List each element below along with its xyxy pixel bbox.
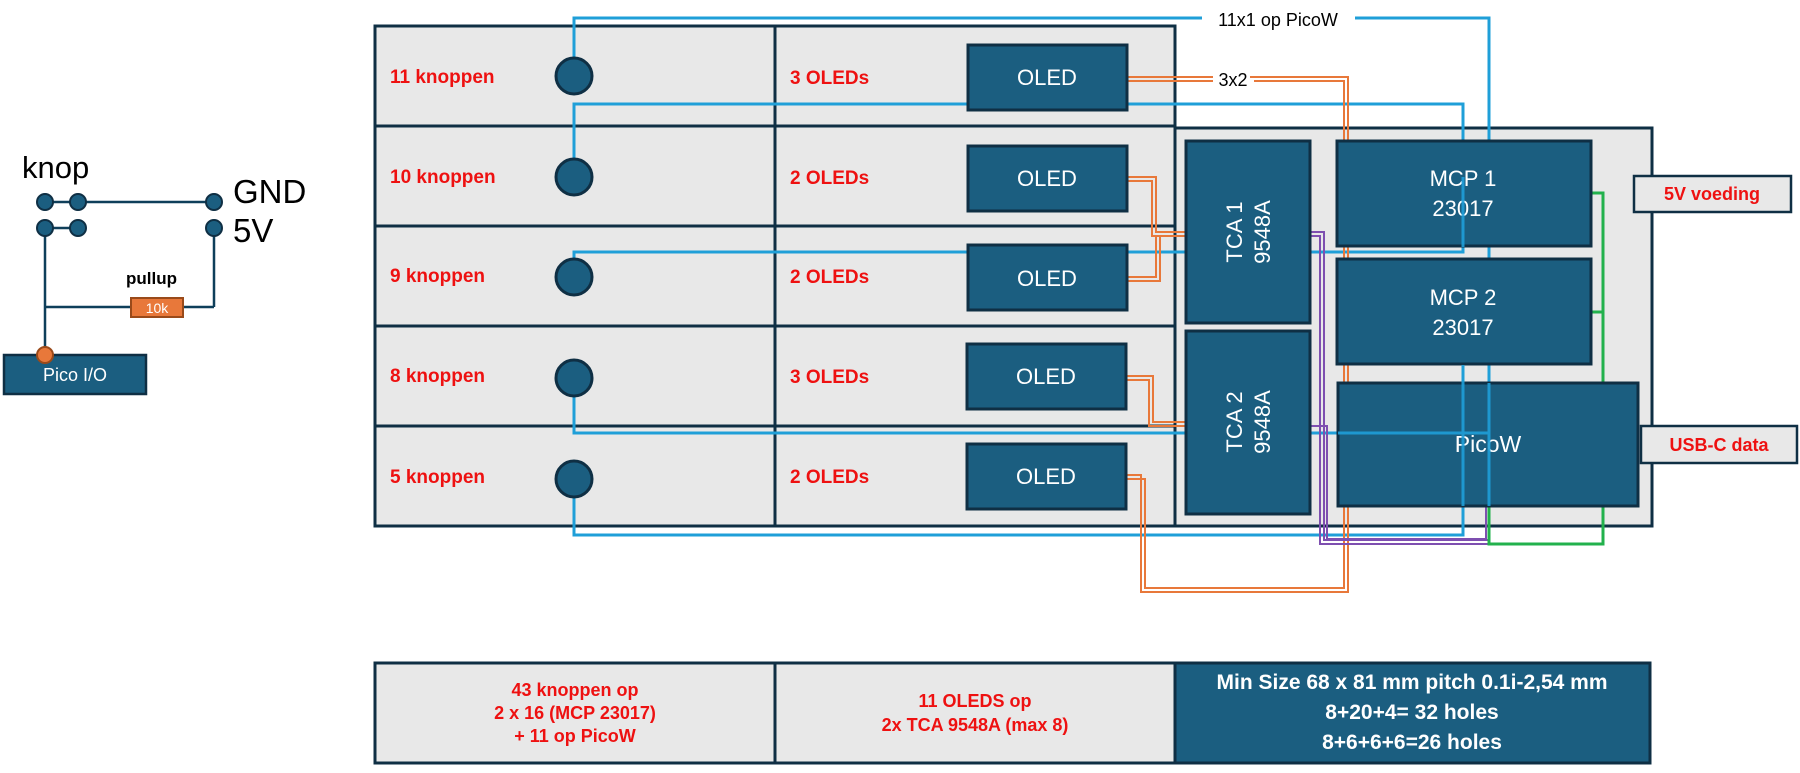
summary-size-line2: 8+20+4= 32 holes [1325, 701, 1498, 724]
row5-buttons: 5 knoppen [390, 467, 485, 488]
purple-wire-tca2 [1309, 425, 1487, 540]
row2-oleds: 2 OLEDs [790, 168, 869, 189]
summary-buttons-line1: 43 knoppen op [511, 680, 638, 700]
summary-buttons-line2: 2 x 16 (MCP 23017) [494, 703, 656, 723]
mcp2-chip [1335, 257, 1593, 366]
pico-io-box [2, 353, 148, 396]
svg-text:TCA 1: TCA 1 [1222, 201, 1247, 262]
row3-oleds: 2 OLEDs [790, 267, 869, 288]
button-icon-row5 [554, 459, 594, 499]
button-icon-row2 [554, 157, 594, 197]
button-icon-row1 [554, 56, 594, 96]
mcp2-label-line1: MCP 2 [1430, 285, 1497, 310]
pico-io-label: Pico I/O [43, 365, 107, 385]
green-power-wire [1487, 191, 1605, 546]
resistor-value: 10k [146, 300, 170, 316]
summary-table [373, 661, 1652, 765]
5v-label: 5V [233, 212, 273, 249]
orange-wires [1127, 76, 1349, 593]
chips [1184, 139, 1640, 516]
oled-wire-label: 3x2 [1218, 70, 1247, 90]
svg-text:9548A: 9548A [1250, 390, 1275, 454]
oled-modules: OLED OLED OLED OLED OLED [965, 43, 1129, 511]
row5-oleds: 2 OLEDs [790, 467, 869, 488]
tca1-chip [1184, 139, 1312, 325]
usb-label-box [1639, 424, 1799, 465]
button-icon-row3 [554, 257, 594, 297]
summary-oleds-line1: 11 OLEDS op [918, 691, 1031, 711]
knop-label: knop [22, 150, 89, 185]
row1-oleds: 3 OLEDs [790, 68, 869, 89]
gnd-label: GND [233, 173, 306, 210]
tca2-label: TCA 2 9548A [1222, 390, 1275, 454]
pullup-resistor [130, 297, 184, 318]
row-labels: 11 knoppen 3 OLEDs 10 knoppen 2 OLEDs 9 … [390, 67, 869, 488]
usb-label: USB-C data [1669, 435, 1769, 455]
row4-oleds: 3 OLEDs [790, 367, 869, 388]
summary-size-line3: 8+6+6+6=26 holes [1322, 731, 1502, 754]
pico-io-pin [36, 346, 54, 364]
summary-buttons-line3: + 11 op PicoW [514, 726, 636, 746]
tca1-label: TCA 1 9548A [1222, 200, 1275, 264]
picow-wire-label: 11x1 op PicoW [1218, 10, 1338, 30]
row4-buttons: 8 knoppen [390, 366, 485, 387]
oled-box-row5 [965, 442, 1128, 511]
oled-label-row4: OLED [1016, 364, 1076, 389]
row2-buttons: 10 knoppen [390, 167, 496, 188]
tca2-chip [1184, 329, 1312, 516]
mcp2-label-line2: 23017 [1432, 315, 1493, 340]
button-icon-row4 [554, 358, 594, 398]
summary-size-line1: Min Size 68 x 81 mm pitch 0.1i-2,54 mm [1217, 671, 1608, 694]
button-schematic: knop GND 5V pullup 10k Pico I/O [2, 150, 306, 396]
svg-text:9548A: 9548A [1250, 200, 1275, 264]
svg-text:TCA 2: TCA 2 [1222, 391, 1247, 452]
purple-wire-tca1-b [1309, 235, 1489, 545]
oled-box-row3 [966, 243, 1129, 312]
oled-box-row1 [966, 43, 1129, 112]
oled-box-row4 [965, 342, 1128, 411]
oled-label-row3: OLED [1017, 266, 1077, 291]
oled-label-row1: OLED [1017, 65, 1077, 90]
oled-label-row5: OLED [1016, 464, 1076, 489]
row3-buttons: 9 knoppen [390, 266, 485, 287]
oled-box-row2 [966, 144, 1129, 213]
power-label: 5V voeding [1664, 184, 1760, 204]
summary-oleds-line2: 2x TCA 9548A (max 8) [882, 715, 1069, 735]
oled-label-row2: OLED [1017, 166, 1077, 191]
button-contact-pins [36, 193, 223, 237]
power-label-box [1632, 174, 1793, 214]
pullup-label: pullup [126, 269, 177, 288]
row1-buttons: 11 knoppen [390, 67, 495, 88]
button-symbols [554, 56, 594, 499]
